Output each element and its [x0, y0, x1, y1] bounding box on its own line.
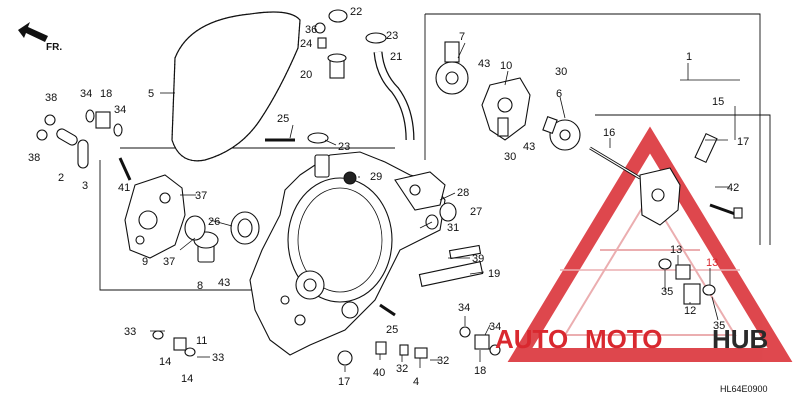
callout-37b: 37 — [163, 256, 175, 268]
callout-43a: 43 — [478, 58, 490, 70]
crankcase-cover — [249, 151, 446, 356]
callout-9: 9 — [142, 256, 148, 268]
callout-27: 27 — [470, 206, 482, 218]
drawing-code: HL64E0900 — [720, 384, 768, 394]
thermostat-housing — [639, 132, 718, 226]
callout-13a: 13 — [670, 244, 682, 256]
water-pump-impeller — [435, 41, 469, 95]
callout-10: 10 — [500, 60, 512, 72]
callout-40: 40 — [373, 367, 385, 379]
callout-32a: 32 — [396, 363, 408, 375]
callout-13b: 13 — [706, 257, 718, 269]
small-parts-left — [36, 109, 132, 181]
direction-label: FR. — [46, 42, 62, 53]
callout-11: 11 — [196, 335, 207, 347]
callout-20: 20 — [300, 69, 312, 81]
hose-clamp — [307, 9, 387, 144]
callout-22: 22 — [350, 6, 362, 18]
callout-32b: 32 — [437, 355, 449, 367]
callout-14b: 14 — [181, 373, 193, 385]
callout-34b: 34 — [114, 104, 126, 116]
callout-23b: 23 — [338, 141, 350, 153]
callout-42: 42 — [727, 182, 739, 194]
shaft — [589, 146, 641, 180]
callout-16: 16 — [603, 127, 615, 139]
callout-38a: 38 — [45, 92, 57, 104]
water-pipe — [314, 22, 347, 79]
callout-24: 24 — [300, 38, 312, 50]
callout-21: 21 — [390, 51, 402, 63]
callout-7: 7 — [459, 31, 465, 43]
callout-15: 15 — [712, 96, 724, 108]
callout-39: 39 — [472, 253, 484, 265]
callout-29: 29 — [370, 171, 382, 183]
callout-33b: 33 — [212, 352, 224, 364]
coolant-hose — [373, 51, 415, 141]
watermark-word-mid: MOTO — [585, 324, 663, 354]
callout-35a: 35 — [661, 286, 673, 298]
gasket — [171, 11, 301, 162]
callout-23a: 23 — [386, 30, 398, 42]
callout-30a: 30 — [555, 66, 567, 78]
watermark-text: AUTO MOTO HUB — [495, 324, 768, 354]
bearing — [184, 211, 260, 245]
callout-5: 5 — [148, 88, 154, 100]
callout-4: 4 — [413, 376, 419, 388]
water-pump-housing — [481, 77, 531, 141]
callout-8: 8 — [197, 280, 203, 292]
callout-38b: 38 — [28, 152, 40, 164]
callout-14a: 14 — [159, 356, 171, 368]
callout-17a: 17 — [737, 136, 749, 148]
callout-26: 26 — [208, 216, 220, 228]
callout-12: 12 — [684, 305, 696, 317]
leader-lines — [150, 42, 736, 372]
callout-34a: 34 — [80, 88, 92, 100]
callout-25b: 25 — [386, 324, 398, 336]
callout-36: 36 — [305, 24, 317, 36]
callout-43b: 43 — [523, 141, 535, 153]
callout-6: 6 — [556, 88, 562, 100]
callout-2: 2 — [58, 172, 64, 184]
small-parts-bottom — [152, 202, 716, 366]
water-pump-rotor — [542, 116, 581, 151]
callout-30b: 30 — [504, 151, 516, 163]
callout-33a: 33 — [124, 326, 136, 338]
callout-25a: 25 — [277, 113, 289, 125]
callout-numbers: 1 2 3 4 5 6 7 8 9 10 11 12 13 13 14 14 1… — [28, 6, 749, 388]
callout-34d: 34 — [489, 321, 501, 333]
bolt — [709, 203, 743, 219]
watermark-word-right: HUB — [712, 324, 768, 354]
callout-34c: 34 — [458, 302, 470, 314]
callout-18a: 18 — [100, 88, 112, 100]
oil-pump-body — [124, 174, 186, 259]
callout-18b: 18 — [474, 365, 486, 377]
callout-3: 3 — [82, 180, 88, 192]
callout-31: 31 — [447, 222, 459, 234]
oil-strainer — [418, 244, 484, 287]
front-direction-arrow: FR. — [18, 22, 62, 53]
callout-35b: 35 — [713, 320, 725, 332]
callout-28: 28 — [457, 187, 469, 199]
callout-17b: 17 — [338, 376, 350, 388]
callout-37a: 37 — [195, 190, 207, 202]
callout-43c: 43 — [218, 277, 230, 289]
dowel-pin — [265, 138, 396, 317]
callout-41: 41 — [118, 182, 130, 194]
callout-1: 1 — [686, 51, 692, 63]
callout-19: 19 — [488, 268, 500, 280]
watermark-word-left: AUTO — [495, 324, 568, 354]
